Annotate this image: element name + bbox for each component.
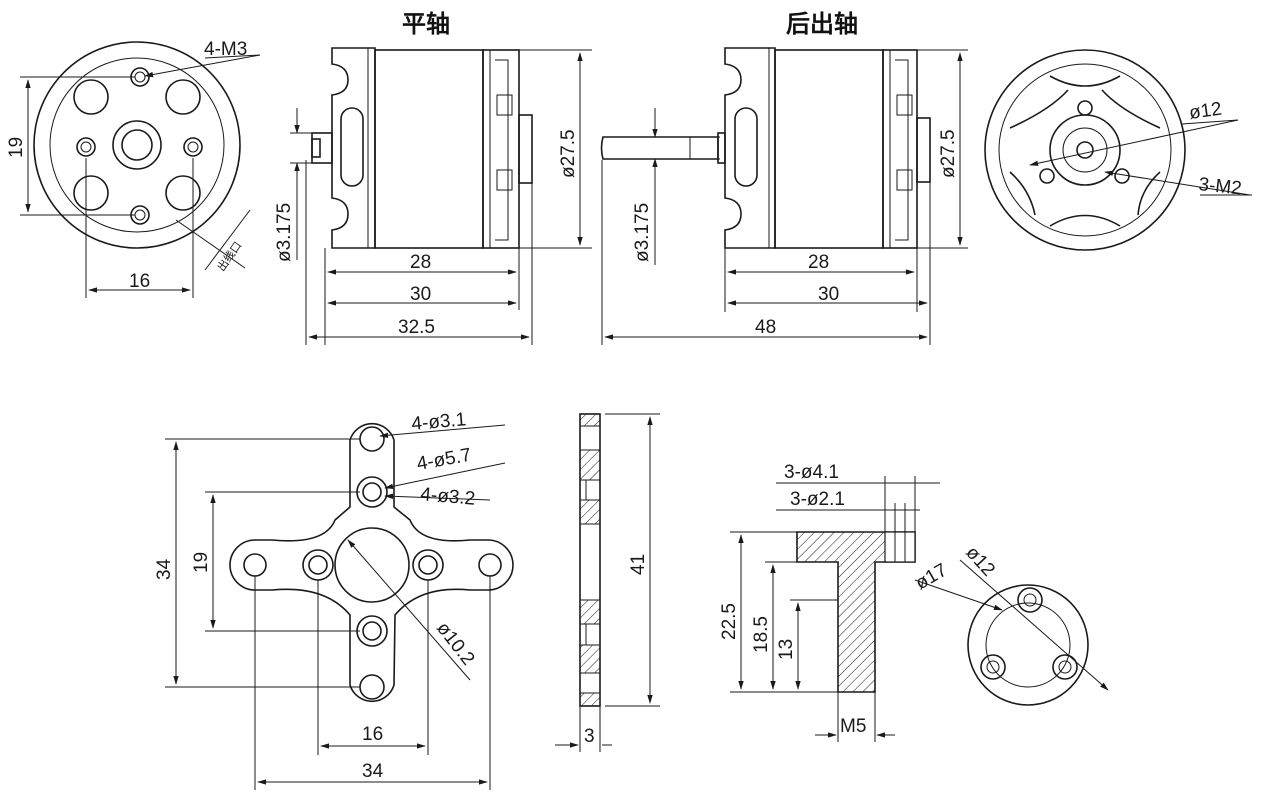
rear-shaft-side-view bbox=[600, 47, 968, 345]
label-3-dia-2-1: 3-ø2.1 bbox=[790, 489, 845, 510]
dim-16-horizontal: 16 bbox=[129, 271, 150, 292]
mount-plate-view bbox=[165, 422, 514, 790]
flat-shaft-side-view bbox=[290, 47, 592, 345]
dim-30-rear: 30 bbox=[818, 284, 839, 305]
dim-total-rear: 48 bbox=[755, 317, 776, 338]
label-outlet: 出线口 bbox=[214, 239, 244, 274]
dim-34-vertical: 34 bbox=[154, 558, 175, 580]
dim-shaft-dia-rear: ø3.175 bbox=[632, 203, 653, 262]
prop-adapter-view bbox=[730, 476, 940, 742]
dim-3: 3 bbox=[584, 726, 595, 747]
title-rear-shaft: 后出轴 bbox=[786, 10, 858, 38]
label-dia-12-top: ø12 bbox=[1188, 99, 1223, 124]
dim-body-dia-rear: ø27.5 bbox=[938, 129, 959, 178]
dim-13: 13 bbox=[776, 639, 797, 660]
dim-body-dia-flat: ø27.5 bbox=[558, 129, 579, 178]
label-4-dia-3-1: 4-ø3.1 bbox=[411, 409, 468, 435]
dim-22-5: 22.5 bbox=[719, 603, 740, 640]
dim-m5: M5 bbox=[840, 716, 866, 737]
title-flat-shaft: 平轴 bbox=[402, 10, 450, 38]
dim-total-flat: 32.5 bbox=[398, 317, 435, 338]
label-4-dia-5-7: 4-ø5.7 bbox=[415, 445, 473, 475]
dim-28-rear: 28 bbox=[808, 252, 829, 273]
label-3-m2: 3-M2 bbox=[1197, 174, 1242, 199]
rear-view-right bbox=[984, 49, 1252, 251]
label-dia-17: ø17 bbox=[912, 560, 951, 595]
dim-16-mount: 16 bbox=[362, 724, 383, 745]
dim-34-mount: 34 bbox=[362, 761, 384, 782]
dim-19-vertical-mount: 19 bbox=[191, 552, 212, 573]
dim-41: 41 bbox=[628, 554, 649, 575]
label-4-m3: 4-M3 bbox=[204, 39, 247, 60]
adapter-end-view bbox=[914, 559, 1109, 706]
label-dia-12-adapter: ø12 bbox=[961, 542, 999, 580]
dim-18-5: 18.5 bbox=[751, 616, 772, 653]
label-3-dia-4-1: 3-ø4.1 bbox=[784, 462, 839, 483]
dim-30-flat: 30 bbox=[410, 284, 431, 305]
label-4-dia-3-2: 4-ø3.2 bbox=[420, 484, 477, 510]
mount-side-view bbox=[555, 413, 660, 752]
front-view-left bbox=[20, 41, 261, 298]
dim-28-flat: 28 bbox=[410, 252, 431, 273]
dim-shaft-dia-flat: ø3.175 bbox=[274, 203, 295, 262]
dim-19-vertical: 19 bbox=[6, 137, 27, 158]
